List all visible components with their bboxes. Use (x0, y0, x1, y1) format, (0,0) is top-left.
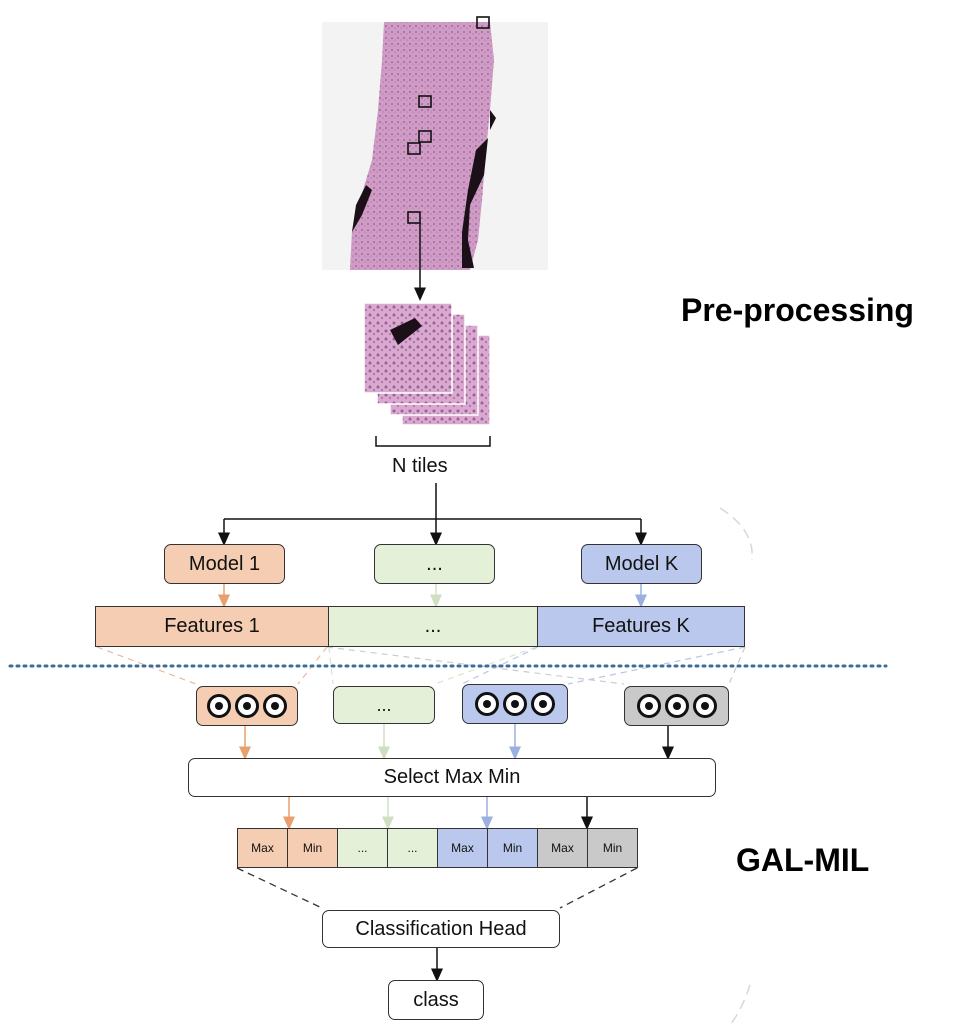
pooled-tokens-extra (624, 686, 729, 726)
vector-cell-min: Min (287, 828, 338, 868)
pooled-tokens-k (462, 684, 568, 724)
vector-cell-ellipsis: ... (337, 828, 388, 868)
vector-cell-max: Max (437, 828, 488, 868)
tiles-label: N tiles (392, 455, 448, 477)
token-icon (664, 694, 689, 718)
token-icon (531, 692, 555, 716)
token-icon (692, 694, 717, 718)
vector-cell-min: Min (487, 828, 538, 868)
model-k-box: Model K (581, 544, 702, 584)
token-icon (235, 694, 259, 718)
vector-cell-ellipsis: ... (387, 828, 438, 868)
tile-stack (363, 302, 491, 426)
features-k-segment: Features K (537, 606, 745, 647)
vector-cell-max: Max (237, 828, 288, 868)
tiles-brace (375, 436, 491, 447)
preprocessing-label: Pre-processing (681, 292, 914, 328)
pooled-tokens-1 (196, 686, 298, 726)
select-max-min-box: Select Max Min (188, 758, 716, 797)
pooled-tokens-ellipsis: ... (333, 686, 435, 724)
whole-slide-image (322, 16, 548, 270)
classification-head-box: Classification Head (322, 910, 560, 948)
token-icon (207, 694, 231, 718)
token-icon (503, 692, 527, 716)
features-1-segment: Features 1 (95, 606, 329, 647)
model-1-box: Model 1 (164, 544, 285, 584)
token-icon (636, 694, 661, 718)
model-ellipsis-box: ... (374, 544, 495, 584)
galmil-label: GAL-MIL (736, 842, 870, 878)
token-icon (263, 694, 287, 718)
vector-cell-min: Min (587, 828, 638, 868)
features-ellipsis-segment: ... (328, 606, 538, 647)
token-icon (475, 692, 499, 716)
vector-cell-max: Max (537, 828, 588, 868)
class-output-box: class (388, 980, 484, 1020)
